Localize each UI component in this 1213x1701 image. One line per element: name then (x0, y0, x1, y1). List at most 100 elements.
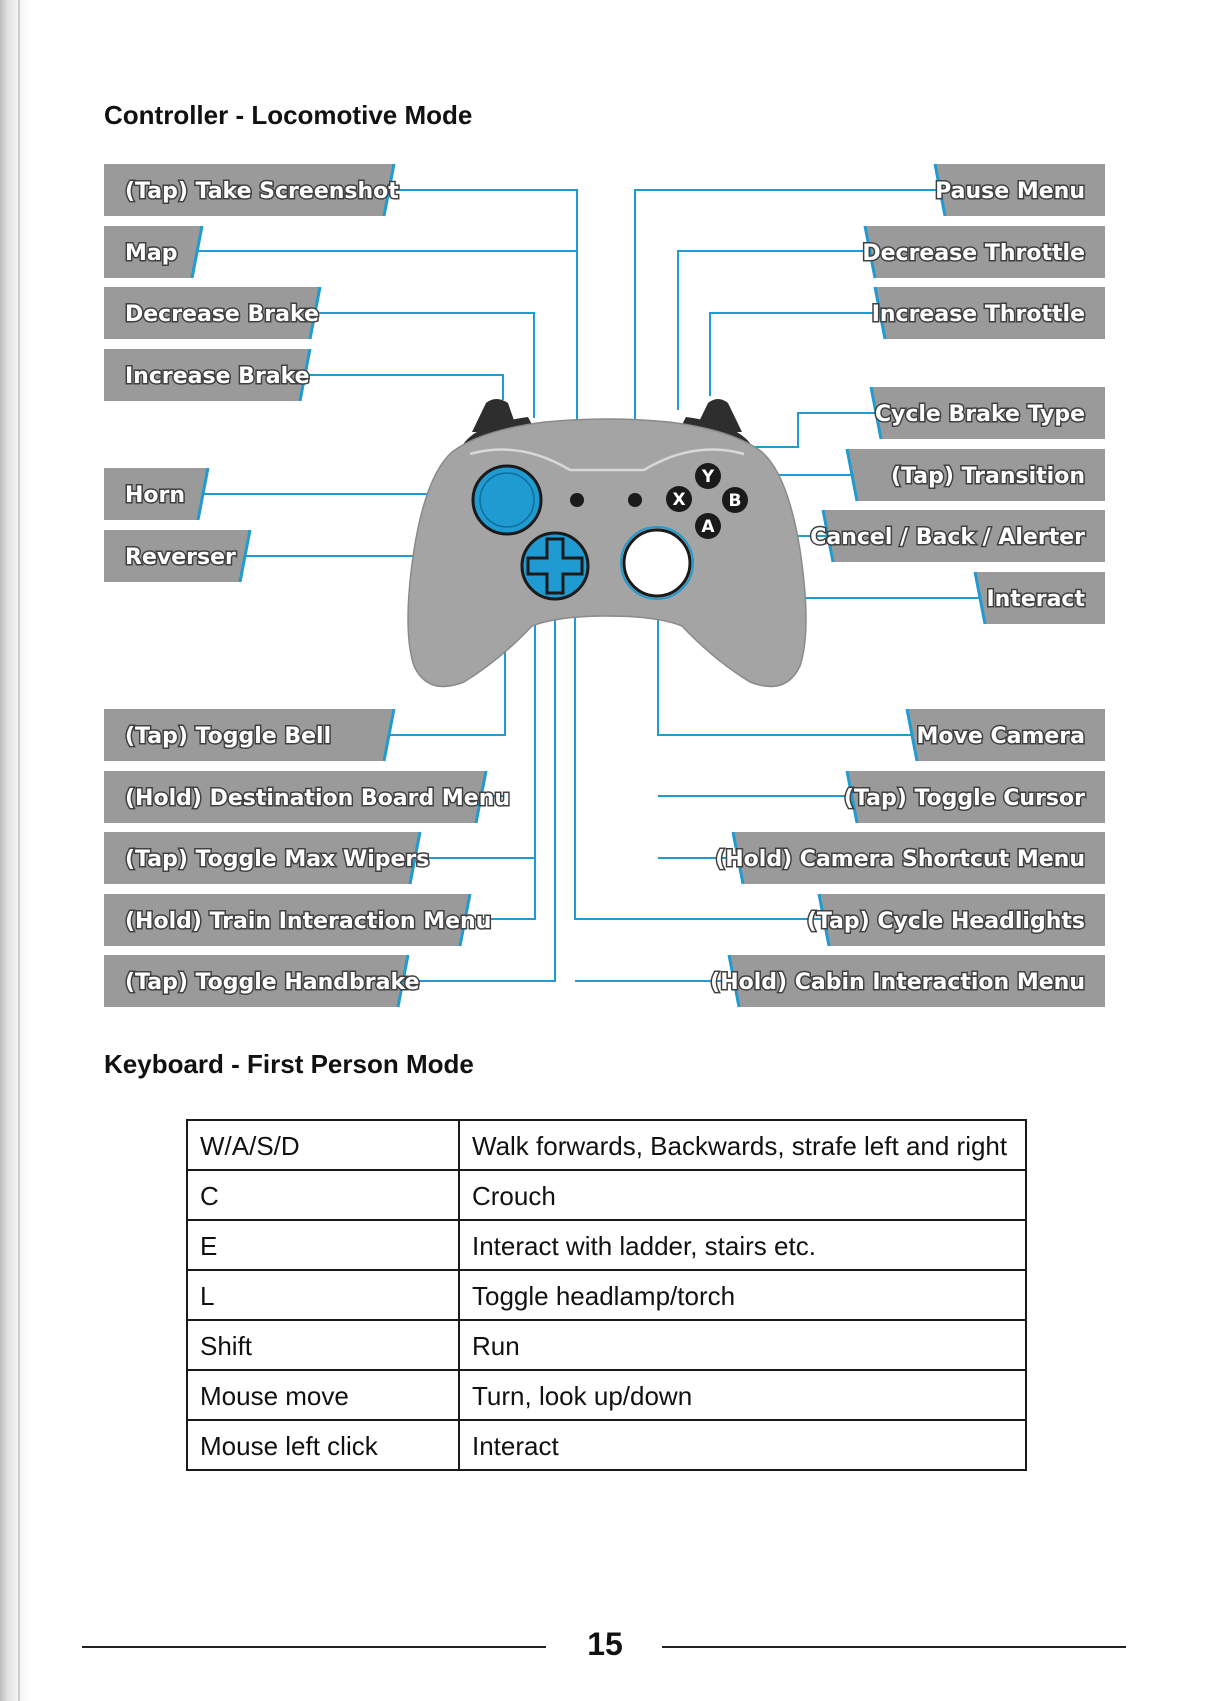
left-label-text: Increase Brake (125, 364, 310, 389)
table-row: L Toggle headlamp/torch (186, 1269, 1027, 1321)
left-label-text: (Tap) Toggle Bell (125, 724, 331, 749)
key-cell: E (186, 1219, 460, 1271)
table-row: Mouse left click Interact (186, 1419, 1027, 1471)
right-label-text: (Hold) Camera Shortcut Menu (715, 847, 1085, 872)
left-label-4: Horn (104, 467, 210, 521)
y-button (695, 463, 721, 489)
action-cell: Run (458, 1319, 1027, 1371)
right-label-text: Move Camera (917, 724, 1085, 749)
right-label-text: Increase Throttle (872, 302, 1085, 327)
key-cell: L (186, 1269, 460, 1321)
controller-body (407, 418, 807, 688)
x-button-letter: X (672, 490, 685, 510)
table-row: Mouse move Turn, look up/down (186, 1369, 1027, 1421)
right-label-text: (Tap) Transition (891, 464, 1085, 489)
left-label-text: (Tap) Toggle Max Wipers (125, 847, 429, 872)
right-stick-ring (622, 528, 692, 598)
left-label-text: (Tap) Toggle Handbrake (125, 970, 419, 995)
page-edge-line (18, 0, 20, 1701)
key-cell: C (186, 1169, 460, 1221)
line-decrease-throttle (677, 250, 883, 410)
b-button-letter: B (729, 491, 742, 511)
line-toggle-handbrake (397, 596, 556, 982)
left-label-text: (Hold) Train Interaction Menu (125, 909, 491, 934)
left-label-3: Increase Brake (104, 348, 312, 402)
left-label-10: (Tap) Toggle Handbrake (104, 954, 421, 1008)
table-row: W/A/S/D Walk forwards, Backwards, strafe… (186, 1119, 1027, 1171)
keyboard-section-title: Keyboard - First Person Mode (104, 1049, 474, 1079)
view-button (570, 493, 584, 507)
controller: Y X B A (407, 399, 807, 688)
left-label-9: (Hold) Train Interaction Menu (104, 893, 493, 947)
menu-button (628, 493, 642, 507)
left-label-text: Reverser (125, 545, 236, 570)
left-label-7: (Hold) Destination Board Menu (104, 770, 512, 824)
left-label-text: (Tap) Take Screenshot (125, 179, 399, 204)
left-label-5: Reverser (104, 529, 252, 583)
line-take-screenshot (383, 189, 578, 500)
action-cell: Turn, look up/down (458, 1369, 1027, 1421)
y-button-letter: Y (701, 467, 715, 487)
x-button (666, 486, 692, 512)
right-label-8: (Tap) Toggle Cursor (842, 770, 1105, 824)
left-label-0: (Tap) Take Screenshot (104, 163, 401, 217)
right-label-text: (Tap) Toggle Cursor (844, 786, 1085, 811)
line-increase-throttle (709, 312, 893, 396)
left-label-text: Decrease Brake (125, 302, 319, 327)
action-cell: Interact with ladder, stairs etc. (458, 1219, 1027, 1271)
right-label-text: Cancel / Back / Alerter (810, 525, 1085, 550)
b-button (722, 487, 748, 513)
line-pause-menu (634, 189, 942, 500)
a-button (695, 513, 721, 539)
right-label-5: Cancel / Back / Alerter (809, 509, 1105, 563)
right-label-9: (Hold) Camera Shortcut Menu (714, 831, 1105, 885)
right-label-text: Decrease Throttle (862, 241, 1085, 266)
key-cell: Mouse left click (186, 1419, 460, 1471)
line-decrease-brake (311, 312, 535, 418)
dpad (520, 531, 590, 601)
action-cell: Interact (458, 1419, 1027, 1471)
a-button-letter: A (701, 517, 715, 537)
action-cell: Walk forwards, Backwards, strafe left an… (458, 1119, 1027, 1171)
right-label-7: Move Camera (905, 708, 1105, 762)
left-stick (479, 472, 535, 528)
controller-diagram: Y X B A (Tap) Take ScreenshotMapDecrease… (104, 163, 1105, 1008)
right-label-0: Pause Menu (933, 163, 1105, 217)
footer-rule-right (662, 1646, 1126, 1648)
left-label-2: Decrease Brake (104, 286, 322, 340)
controller-top-highlight (469, 448, 745, 472)
right-label-text: Interact (986, 587, 1085, 612)
left-label-8: (Tap) Toggle Max Wipers (104, 831, 431, 885)
right-label-11: (Hold) Cabin Interaction Menu (709, 954, 1105, 1008)
line-train-interaction (460, 590, 536, 920)
right-label-6: Interact (973, 571, 1105, 625)
line-increase-brake (301, 374, 504, 400)
table-row: E Interact with ladder, stairs etc. (186, 1219, 1027, 1271)
table-row: C Crouch (186, 1169, 1027, 1221)
page-edge-texture (0, 0, 30, 1701)
right-label-3: Cycle Brake Type (869, 386, 1105, 440)
right-label-text: Pause Menu (935, 179, 1085, 204)
left-label-6: (Tap) Toggle Bell (104, 708, 396, 762)
line-move-camera (657, 600, 921, 736)
right-label-2: Increase Throttle (870, 286, 1105, 340)
action-cell: Crouch (458, 1169, 1027, 1221)
left-label-text: Horn (125, 483, 185, 508)
right-label-10: (Tap) Cycle Headlights (805, 893, 1105, 947)
right-label-1: Decrease Throttle (861, 225, 1105, 279)
left-label-text: Map (125, 241, 178, 266)
table-row: Shift Run (186, 1319, 1027, 1371)
page-number: 15 (587, 1626, 623, 1662)
keyboard-table: W/A/S/D Walk forwards, Backwards, strafe… (186, 1119, 1027, 1471)
right-label-text: (Tap) Cycle Headlights (807, 909, 1085, 934)
left-label-text: (Hold) Destination Board Menu (125, 786, 510, 811)
key-cell: W/A/S/D (186, 1119, 460, 1171)
right-label-4: (Tap) Transition (845, 448, 1105, 502)
right-stick-ring-accent (620, 526, 694, 600)
action-cell: Toggle headlamp/torch (458, 1269, 1027, 1321)
right-label-text: Cycle Brake Type (875, 402, 1085, 427)
footer-rule-left (82, 1646, 546, 1648)
key-cell: Shift (186, 1319, 460, 1371)
